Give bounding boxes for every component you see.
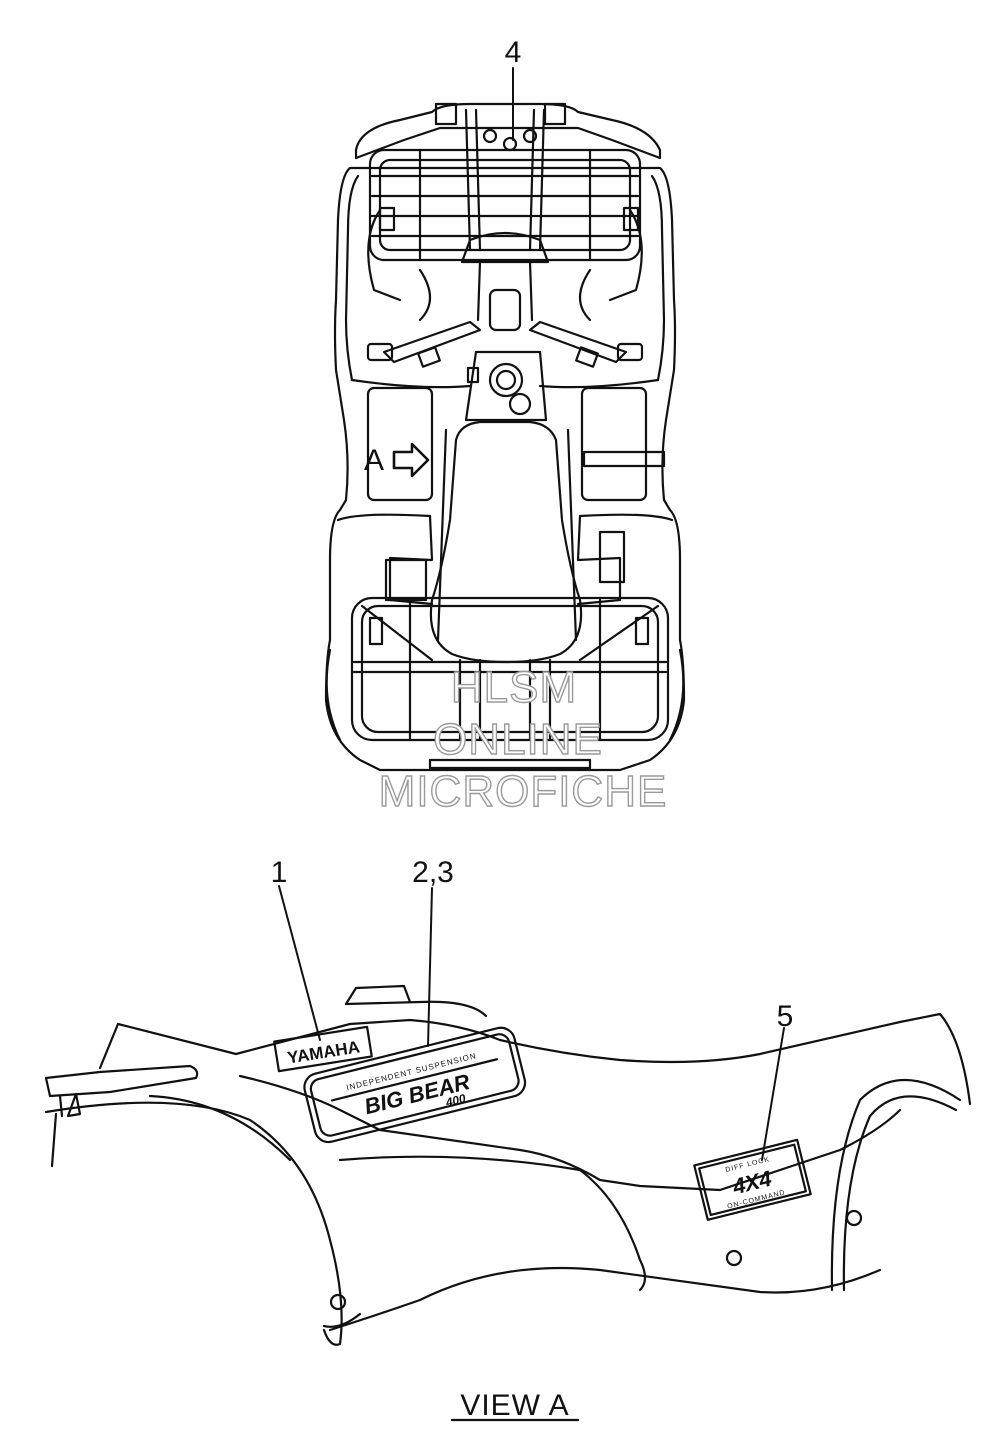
leader-1 (278, 885, 321, 1041)
rear-rack (350, 596, 670, 742)
callout-5: 5 (777, 1000, 794, 1033)
watermark-line-2: ONLINE (433, 715, 603, 764)
watermark-line-1: HLSM (451, 663, 577, 712)
callout-1: 1 (271, 856, 288, 889)
leader-2-3 (427, 887, 433, 1047)
view-a-arrow (392, 442, 430, 478)
atv-top-view (324, 102, 686, 772)
front-rack (367, 108, 643, 322)
yamaha-decal (273, 1025, 373, 1073)
watermark: HLSM ONLINE MICROFICHE (378, 662, 668, 816)
fourbyfour-decal (693, 1138, 812, 1221)
bigbear-sub-text: 400 (443, 1091, 467, 1110)
watermark-line-3: MICROFICHE (379, 767, 668, 816)
handlebar (366, 231, 644, 422)
right-fender-panel (580, 386, 648, 502)
side-view (44, 984, 972, 1346)
callout-4: 4 (505, 36, 522, 69)
callout-2-3: 2,3 (412, 856, 454, 889)
leader-5 (761, 1027, 785, 1161)
left-fender-panel (366, 386, 434, 502)
callout-view-a: A (364, 444, 384, 477)
body-outline (324, 166, 686, 772)
view-title: VIEW A (460, 1389, 569, 1422)
seat (429, 420, 583, 664)
bigbear-decal (303, 1026, 527, 1144)
